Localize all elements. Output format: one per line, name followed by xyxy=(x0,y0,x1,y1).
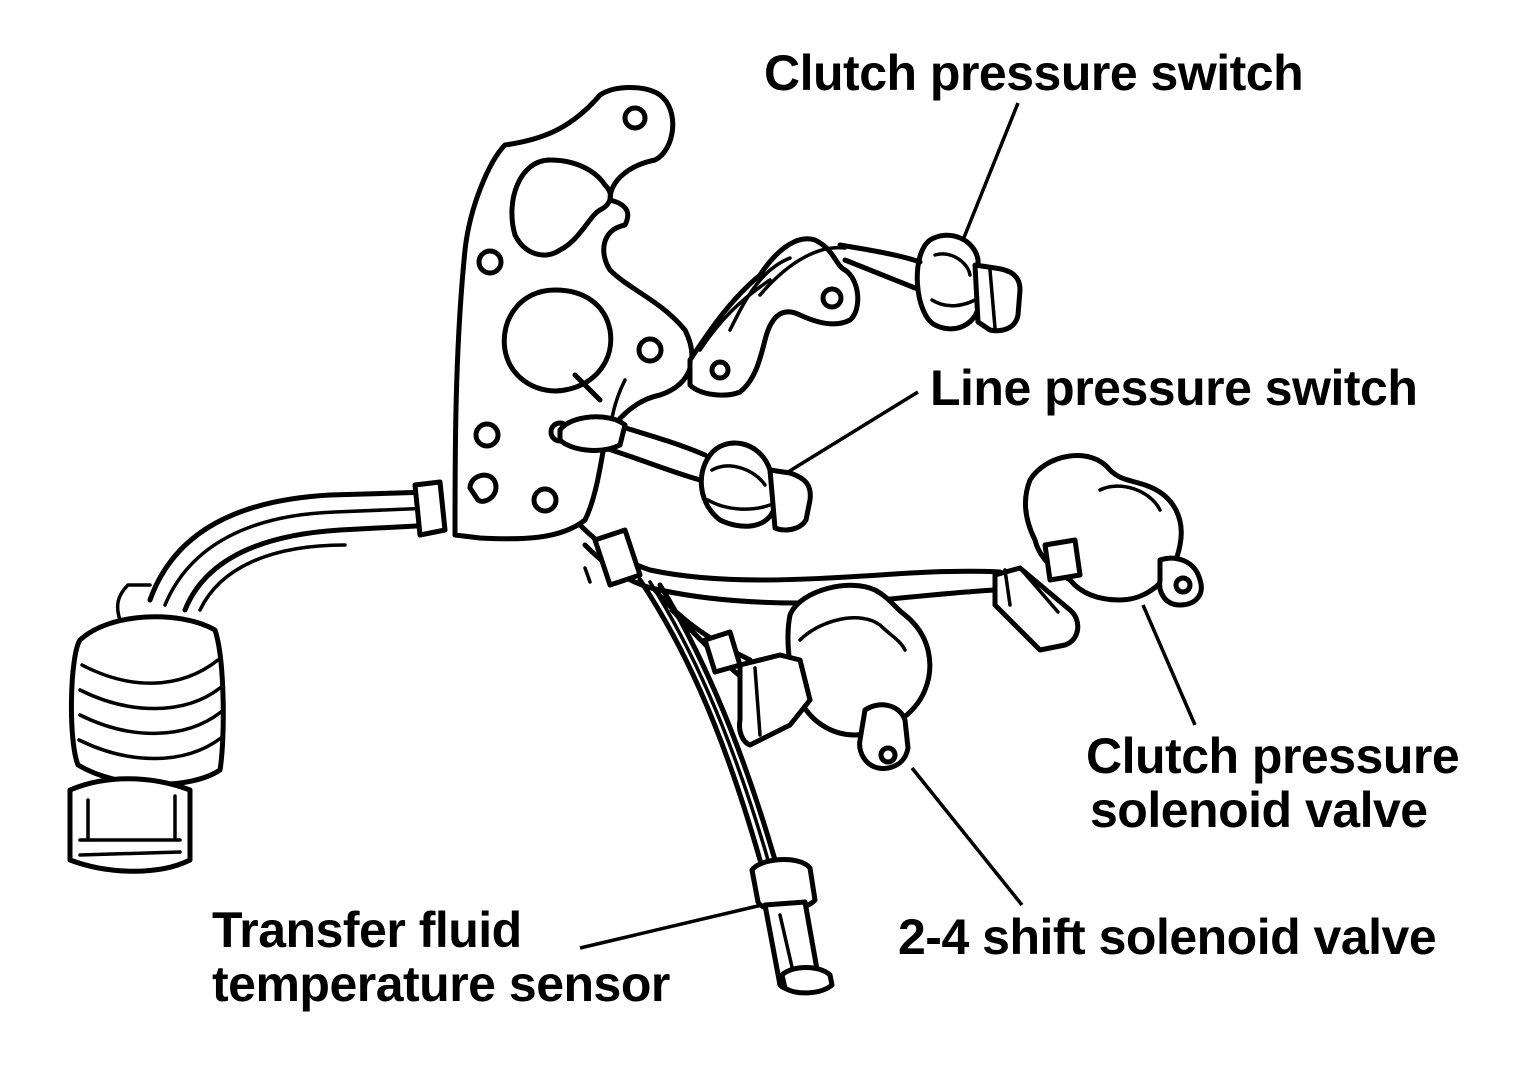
line-pressure-switch-label: Line pressure switch xyxy=(930,360,1418,416)
leader-clutch-pressure-switch xyxy=(961,102,1020,241)
leader-transfer-fluid-temperature-sensor xyxy=(579,903,763,950)
clutch-pressure-solenoid-valve-line-1: Clutch pressure xyxy=(1086,728,1460,784)
line-pressure-switch xyxy=(557,378,813,533)
transfer-fluid-temperature-sensor-line-1: Transfer fluid xyxy=(212,902,522,958)
shift-solenoid-valve-text: 2-4 shift solenoid valve xyxy=(898,909,1437,965)
leader-lines xyxy=(579,102,1197,950)
clutch-pressure-switch-text: Clutch pressure switch xyxy=(764,45,1304,101)
clutch-pressure-switch-label: Clutch pressure switch xyxy=(764,45,1304,101)
main-harness-connector xyxy=(67,583,226,874)
transfer-fluid-temperature-sensor-line-2: temperature sensor xyxy=(212,956,670,1012)
leader-line-pressure-switch xyxy=(787,390,919,474)
clutch-pressure-solenoid-valve-line-2: solenoid valve xyxy=(1090,782,1428,838)
main-wire-bundle xyxy=(147,479,448,613)
switch-clip-bracket xyxy=(687,236,861,398)
leader-shift-solenoid-valve xyxy=(910,766,1024,907)
clutch-pressure-solenoid-valve xyxy=(992,453,1204,653)
transfer-fluid-temperature-sensor xyxy=(749,857,835,996)
leader-clutch-pressure-solenoid-valve xyxy=(1141,604,1197,726)
shift-solenoid-valve xyxy=(702,582,933,771)
shift-solenoid-valve-label: 2-4 shift solenoid valve xyxy=(898,909,1437,965)
transfer-fluid-temperature-sensor-label: Transfer fluid temperature sensor xyxy=(212,903,670,1011)
clutch-pressure-solenoid-valve-label: Clutch pressure solenoid valve xyxy=(1086,728,1460,838)
clutch-pressure-switch xyxy=(728,232,1023,334)
mounting-bracket xyxy=(452,85,695,542)
line-pressure-switch-text: Line pressure switch xyxy=(930,360,1418,416)
lower-harness-wires xyxy=(577,522,1003,863)
